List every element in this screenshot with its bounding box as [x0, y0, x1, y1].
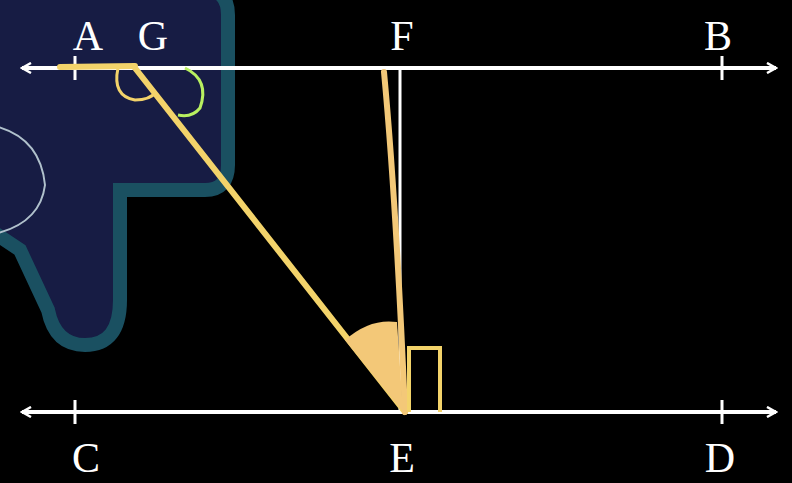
segment-ge	[135, 68, 405, 412]
overlay-sticker	[0, 0, 228, 345]
point-label: A	[73, 15, 103, 57]
angle-g-left	[117, 68, 156, 100]
point-label: G	[138, 15, 168, 57]
point-label: F	[390, 15, 413, 57]
tick-marks	[75, 56, 722, 424]
segment-ag-highlight	[60, 66, 135, 67]
point-label: E	[389, 437, 415, 479]
point-label: C	[72, 437, 100, 479]
point-label: B	[704, 15, 732, 57]
angle-g-right	[178, 68, 203, 116]
right-angle-mark	[409, 348, 440, 412]
point-label: D	[705, 437, 735, 479]
angle-e	[345, 321, 403, 412]
